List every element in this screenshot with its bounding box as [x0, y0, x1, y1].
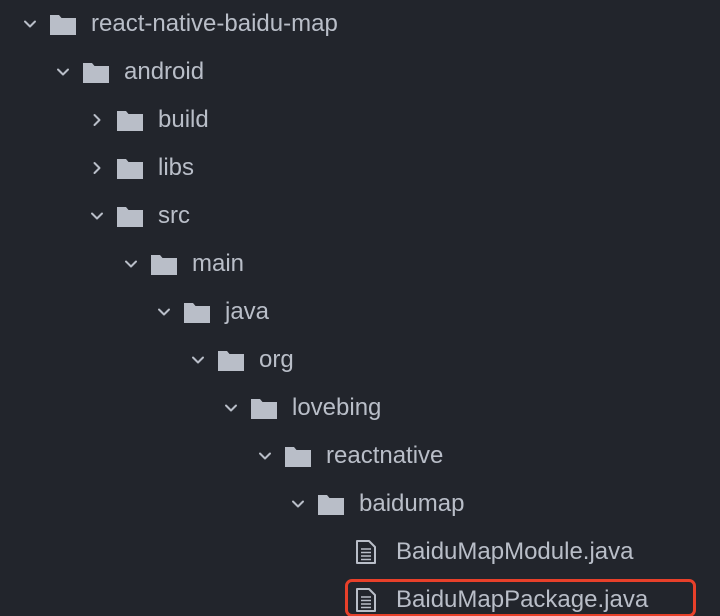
tree-item-android[interactable]: android [0, 48, 720, 96]
tree-item-src[interactable]: src [0, 192, 720, 240]
tree-item-label: main [192, 250, 245, 277]
tree-item-build[interactable]: build [0, 96, 720, 144]
tree-item-label: libs [158, 154, 195, 181]
tree-item-label: android [124, 58, 205, 85]
tree-item-label: baidumap [359, 490, 465, 517]
tree-item-label: BaiduMapPackage.java [396, 586, 649, 613]
chevron-down-icon[interactable] [23, 17, 37, 31]
tree-item-baidumap[interactable]: baidumap [0, 480, 720, 528]
tree-item-label: reactnative [326, 442, 444, 469]
file-icon [352, 540, 380, 564]
tree-item-lovebing[interactable]: lovebing [0, 384, 720, 432]
chevron-down-icon[interactable] [224, 401, 238, 415]
folder-icon [150, 252, 178, 276]
chevron-down-icon[interactable] [56, 65, 70, 79]
folder-icon [116, 204, 144, 228]
tree-item-label: BaiduMapModule.java [396, 538, 634, 565]
folder-icon [317, 492, 345, 516]
tree-item-label: build [158, 106, 209, 133]
chevron-down-icon[interactable] [258, 449, 272, 463]
tree-item-label: src [158, 202, 190, 229]
folder-icon [82, 60, 110, 84]
chevron-right-icon[interactable] [90, 161, 104, 175]
tree-item-baidumapmodule-java[interactable]: BaiduMapModule.java [0, 528, 720, 576]
chevron-right-icon[interactable] [90, 113, 104, 127]
tree-item-label: org [259, 346, 294, 373]
tree-item-libs[interactable]: libs [0, 144, 720, 192]
folder-icon [217, 348, 245, 372]
tree-item-org[interactable]: org [0, 336, 720, 384]
tree-item-baidumappackage-java[interactable]: BaiduMapPackage.java [0, 576, 720, 616]
folder-icon [183, 300, 211, 324]
file-icon [352, 588, 380, 612]
folder-icon [49, 12, 77, 36]
tree-item-main[interactable]: main [0, 240, 720, 288]
tree-item-label: lovebing [292, 394, 382, 421]
tree-item-reactnative[interactable]: reactnative [0, 432, 720, 480]
folder-icon [116, 108, 144, 132]
tree-item-java[interactable]: java [0, 288, 720, 336]
folder-icon [116, 156, 144, 180]
tree-item-react-native-baidu-map[interactable]: react-native-baidu-map [0, 0, 720, 48]
chevron-down-icon[interactable] [291, 497, 305, 511]
tree-item-label: react-native-baidu-map [91, 10, 338, 37]
chevron-down-icon[interactable] [191, 353, 205, 367]
tree-item-label: java [225, 298, 270, 325]
chevron-down-icon[interactable] [157, 305, 171, 319]
chevron-down-icon[interactable] [90, 209, 104, 223]
chevron-down-icon[interactable] [124, 257, 138, 271]
folder-icon [284, 444, 312, 468]
folder-icon [250, 396, 278, 420]
